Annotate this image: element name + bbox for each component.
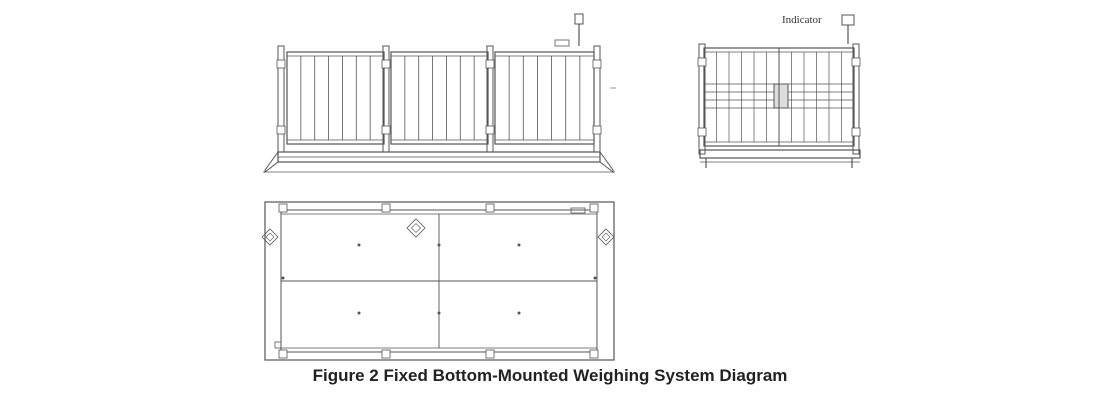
- post-clamp: [485, 125, 495, 135]
- top-plan-view: [261, 201, 615, 361]
- post-clamp: [276, 125, 286, 135]
- indicator-head: [574, 13, 584, 25]
- plan-clamp: [589, 349, 599, 359]
- indicator-label: Indicator: [782, 14, 822, 26]
- gate-latch: [773, 83, 789, 109]
- side-post: [852, 43, 860, 155]
- pen-bay-frame: [390, 51, 489, 145]
- pen-bay-frame: [494, 51, 595, 145]
- bolt-dot: [593, 276, 597, 280]
- post-clamp: [592, 59, 602, 69]
- plan-clamp: [485, 349, 495, 359]
- side-post-clamp: [697, 127, 707, 137]
- plan-outer: [264, 201, 615, 361]
- side-post: [698, 43, 706, 155]
- bolt-dot: [281, 276, 285, 280]
- side-post-clamp: [697, 57, 707, 67]
- side-post-clamp: [851, 127, 861, 137]
- side-base: [699, 149, 861, 159]
- side-elevation-view: [697, 14, 861, 168]
- post-clamp: [381, 59, 391, 69]
- figure-caption: Figure 2 Fixed Bottom-Mounted Weighing S…: [312, 366, 788, 385]
- right-load-cell-mark: [601, 232, 611, 242]
- front-elevation-view: [263, 13, 616, 174]
- right-ramp: [599, 150, 614, 174]
- post-clamp: [381, 125, 391, 135]
- bolt-dot: [357, 311, 361, 315]
- plan-indicator-box: [570, 207, 586, 214]
- plan-clamp: [278, 349, 288, 359]
- left-load-cell-mark: [261, 228, 279, 246]
- center-load-cell-mark: [406, 218, 426, 238]
- right-load-cell-mark: [597, 228, 615, 246]
- plan-clamp: [278, 203, 288, 213]
- pen-bay-frame: [286, 51, 385, 145]
- center-load-cell-mark: [411, 223, 421, 233]
- post-clamp: [276, 59, 286, 69]
- plan-corner-mark: [274, 341, 282, 349]
- left-ramp: [264, 150, 279, 174]
- bolt-dot: [517, 243, 521, 247]
- post-clamp: [592, 125, 602, 135]
- side-indicator-head: [841, 14, 855, 26]
- bolt-dot: [437, 311, 441, 315]
- left-load-cell-mark: [265, 232, 275, 242]
- plan-clamp: [381, 203, 391, 213]
- plan-clamp: [381, 349, 391, 359]
- indicator-box: [554, 39, 570, 47]
- bolt-dot: [437, 243, 441, 247]
- bolt-dot: [517, 311, 521, 315]
- plan-clamp: [485, 203, 495, 213]
- bolt-dot: [357, 243, 361, 247]
- post-clamp: [485, 59, 495, 69]
- plan-clamp: [589, 203, 599, 213]
- side-post-clamp: [851, 57, 861, 67]
